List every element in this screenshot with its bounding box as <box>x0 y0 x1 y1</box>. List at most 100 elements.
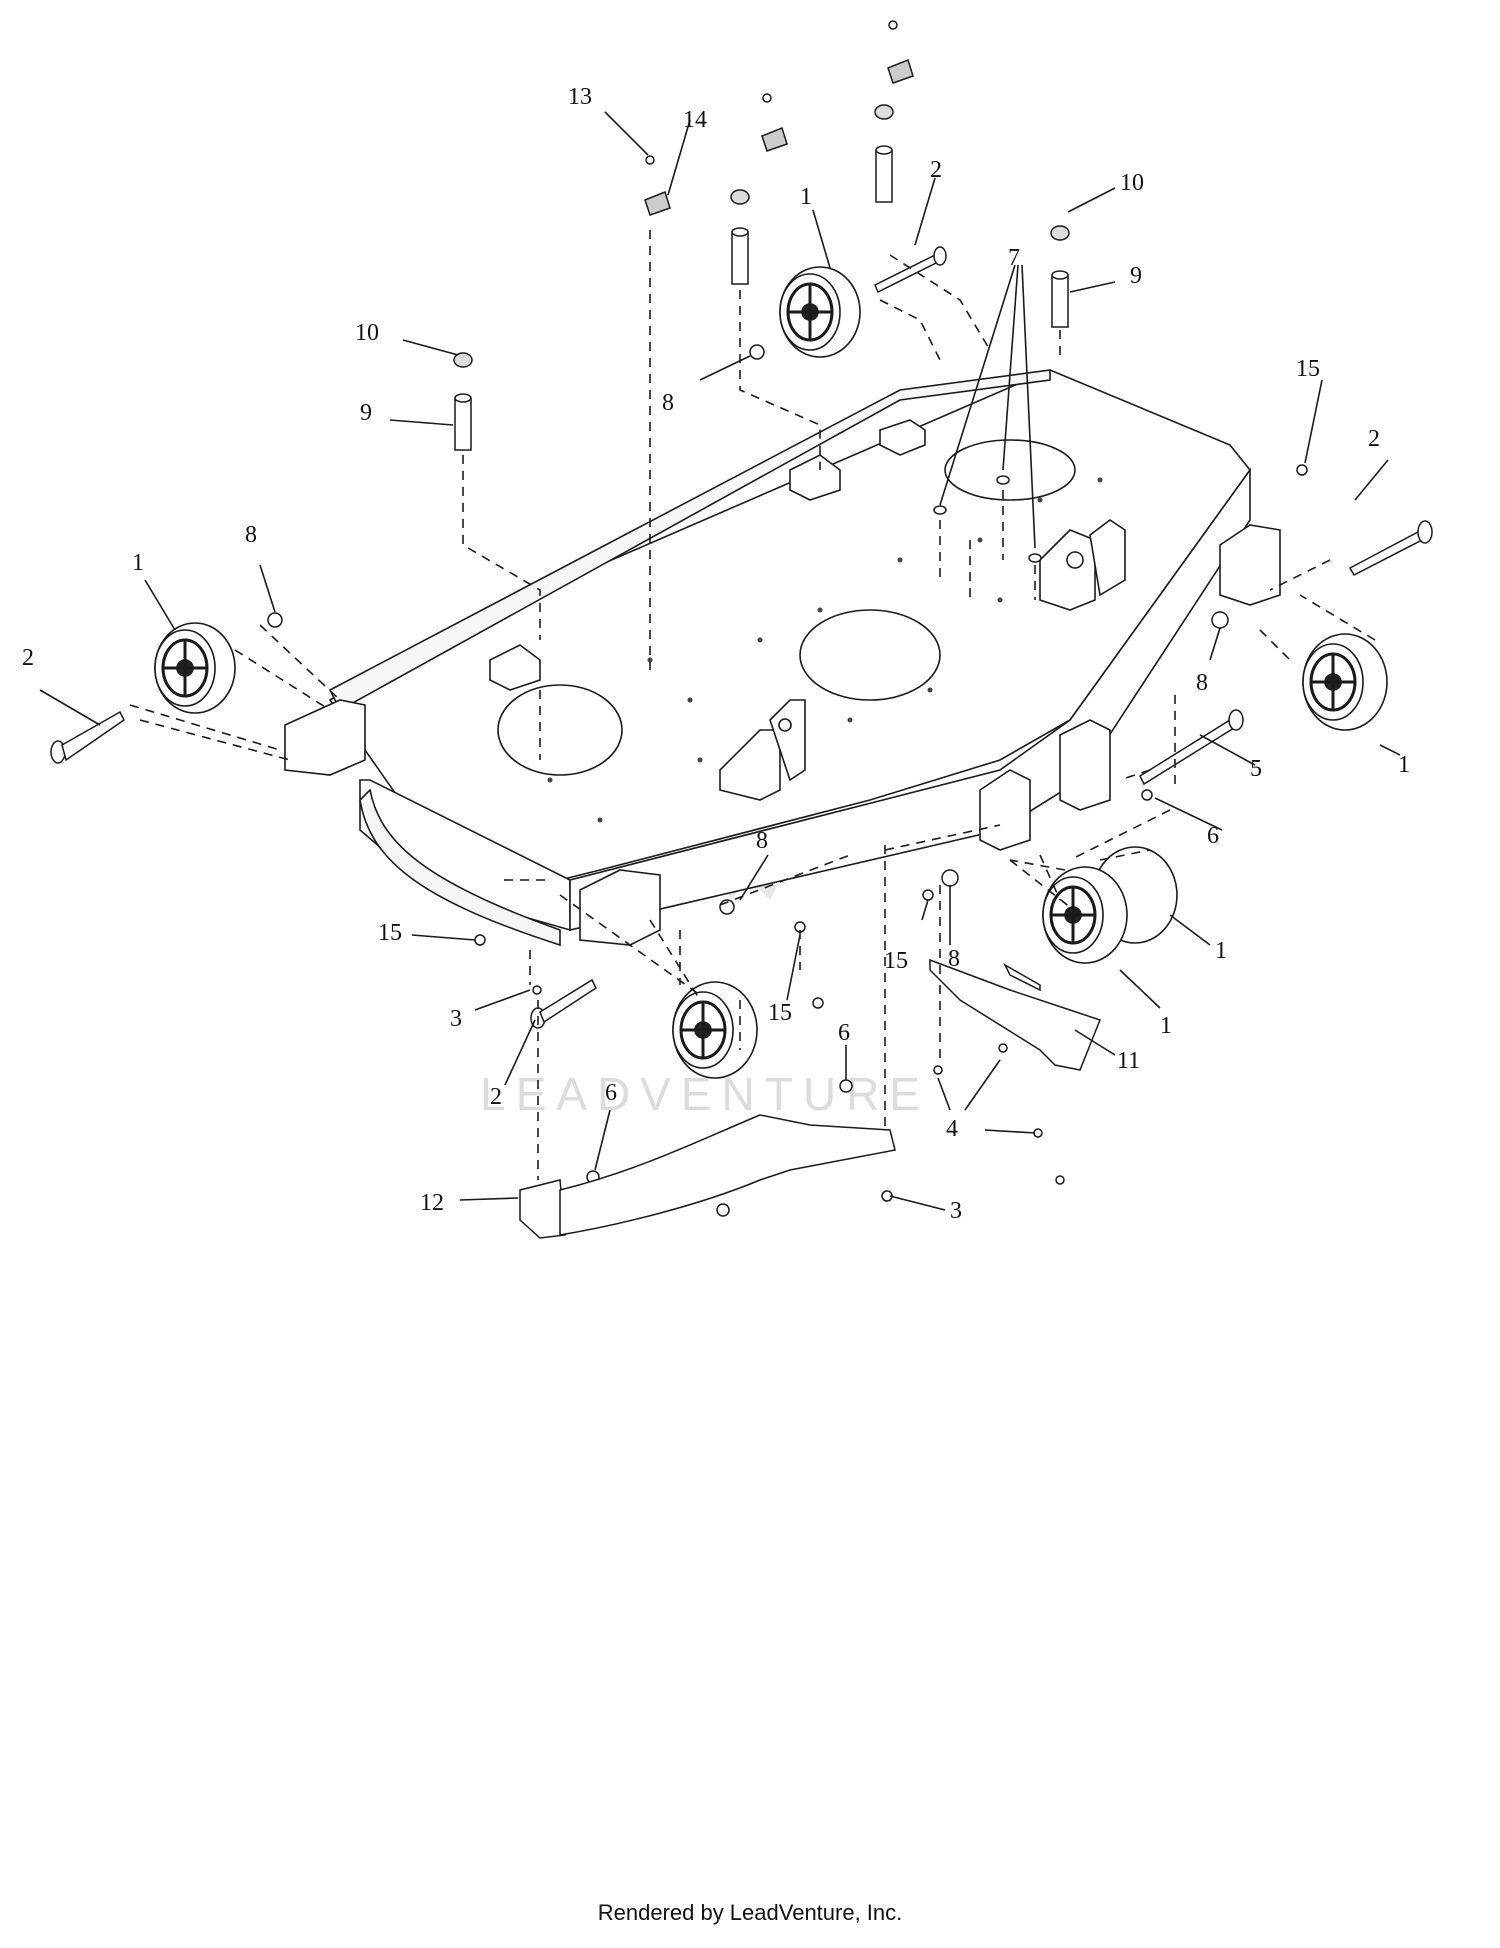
callout-9: 9 <box>1130 263 1142 289</box>
cap-right <box>1050 225 1070 241</box>
nut-front-right <box>941 869 959 887</box>
hardware-parts <box>50 20 1433 1239</box>
cap-left <box>453 352 473 368</box>
left-front-wheel-bracket <box>579 869 661 946</box>
discharge-deflector-body <box>559 1114 896 1236</box>
callout-6: 6 <box>838 1020 850 1046</box>
callout-15: 15 <box>1296 356 1320 382</box>
callout-15: 15 <box>884 948 908 974</box>
wheel-rear-center <box>779 266 861 358</box>
washer-b <box>996 475 1010 485</box>
nut-center-loose <box>716 1203 730 1217</box>
callout-7: 7 <box>1008 245 1020 271</box>
callout-10: 10 <box>355 320 379 346</box>
blade-opening-left <box>497 684 623 776</box>
washer-a <box>933 505 947 515</box>
callout-1: 1 <box>132 550 144 576</box>
wheel-left-rear <box>154 622 236 714</box>
wheel-left-front <box>672 981 758 1079</box>
center-bracket-right <box>1039 519 1126 611</box>
deck-front-skirt-lower <box>359 788 561 947</box>
axle-bolt-right <box>1348 520 1433 576</box>
callout-2: 2 <box>22 645 34 671</box>
bolt-4-b <box>998 1043 1008 1053</box>
left-rear-wheel-bracket <box>284 699 366 776</box>
callout-5: 5 <box>1250 756 1262 782</box>
callout-11: 11 <box>1117 1048 1140 1074</box>
callout-15: 15 <box>378 920 402 946</box>
footer-credit: Rendered by LeadVenture, Inc. <box>597 1900 903 1925</box>
nut-right <box>1211 611 1229 629</box>
callout-6: 6 <box>605 1080 617 1106</box>
callout-15: 15 <box>768 1000 792 1026</box>
wheel-right-front-inner <box>1042 866 1128 964</box>
bolt-4-a <box>933 1065 943 1075</box>
callout-6: 6 <box>1207 823 1219 849</box>
bolt-15-front-left <box>474 934 486 946</box>
callout-4: 4 <box>946 1116 958 1142</box>
callout-8: 8 <box>1196 670 1208 696</box>
bolt-4-d <box>1055 1175 1065 1185</box>
spacer-rear-right <box>875 145 893 203</box>
bolt-4-c <box>1033 1128 1043 1138</box>
nut-6-center <box>839 1079 853 1093</box>
right-mid-wheel-bracket <box>1059 719 1111 811</box>
cap-rear-center <box>730 189 750 205</box>
callout-8: 8 <box>662 390 674 416</box>
deck-bolt-holes <box>547 477 1103 823</box>
callout-10: 10 <box>1120 170 1144 196</box>
nut-left <box>267 612 283 628</box>
axle-bolt-rear <box>874 246 947 294</box>
bolt-center-rear <box>812 997 824 1009</box>
callout-2: 2 <box>930 157 942 183</box>
center-bracket-left <box>719 699 806 801</box>
callout-1: 1 <box>1160 1013 1172 1039</box>
wheel-right-rear <box>1302 633 1388 731</box>
callout-3: 3 <box>450 1006 462 1032</box>
clip-center <box>761 127 788 152</box>
right-front-wheel-bracket <box>979 769 1031 851</box>
rear-mount-right <box>879 419 926 456</box>
callout-8: 8 <box>756 828 768 854</box>
callout-8: 8 <box>948 946 960 972</box>
callout-1: 1 <box>800 184 812 210</box>
spacer-left <box>454 393 472 451</box>
callout-8: 8 <box>245 522 257 548</box>
axle-bolt-left <box>50 710 125 764</box>
callout-labels: 13 14 1 2 10 9 7 10 9 8 15 2 8 1 2 8 1 5… <box>22 84 1410 1224</box>
clip-right <box>887 59 914 84</box>
discharge-deflector-12 <box>519 1179 566 1239</box>
right-rear-wheel-bracket <box>1219 524 1281 606</box>
callout-1: 1 <box>1398 752 1410 778</box>
washer-c <box>1028 553 1042 563</box>
clip-left <box>644 191 671 216</box>
bolt-15-center-b <box>922 889 934 901</box>
rear-mount-center <box>789 454 841 501</box>
callout-1: 1 <box>1215 938 1227 964</box>
bolt-15-rear-right <box>1296 464 1308 476</box>
deflector-bracket-11 <box>929 958 1101 1071</box>
nut-6-right <box>1141 789 1153 801</box>
blade-opening-right <box>944 439 1076 501</box>
spacer-rear-center <box>731 227 749 285</box>
spacer-right <box>1051 270 1069 328</box>
anti-scalp-wheels <box>154 266 1388 1079</box>
callout-2: 2 <box>490 1084 502 1110</box>
cap-rear-right <box>874 104 894 120</box>
callout-2: 2 <box>1368 426 1380 452</box>
leader-lines <box>39 111 1401 1211</box>
callout-9: 9 <box>360 400 372 426</box>
blade-opening-center <box>799 609 941 701</box>
callout-12: 12 <box>420 1190 444 1216</box>
bolt-3-left <box>532 985 542 995</box>
mower-deck <box>284 369 1281 947</box>
callout-13: 13 <box>568 84 592 110</box>
callout-14: 14 <box>683 107 707 133</box>
nut-rear <box>749 344 765 360</box>
assembly-lines <box>129 230 1376 1180</box>
rear-mount-left <box>489 644 541 691</box>
axle-bolt-right-long <box>1139 709 1244 786</box>
screw-right <box>888 20 898 30</box>
callout-3: 3 <box>950 1198 962 1224</box>
